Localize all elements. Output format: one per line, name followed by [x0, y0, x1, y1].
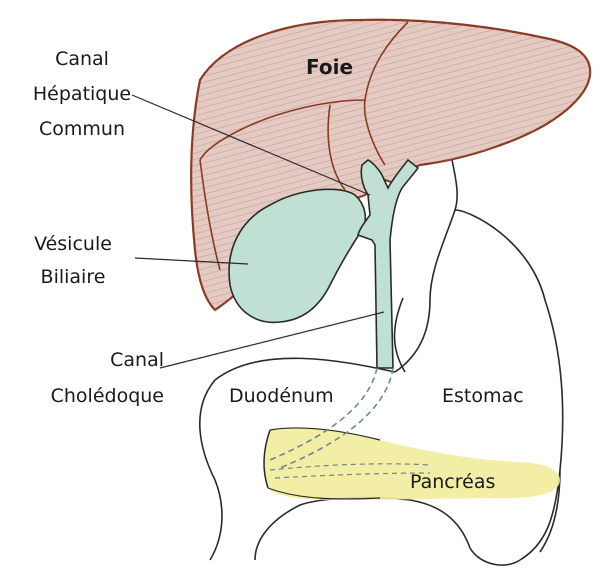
bile-duct: [358, 160, 418, 368]
label-choledoque-2: Cholédoque: [20, 384, 164, 408]
label-canal-hepatique-3: Commun: [22, 117, 142, 141]
label-duodenum: Duodénum: [229, 384, 334, 408]
label-vesicule-2: Biliaire: [18, 265, 128, 289]
label-canal-hepatique-1: Canal: [22, 47, 142, 71]
label-pancreas: Pancréas: [410, 470, 495, 494]
label-foie: Foie: [306, 55, 353, 79]
label-choledoque-1: Canal: [20, 348, 164, 372]
label-vesicule-1: Vésicule: [18, 232, 128, 256]
label-estomac: Estomac: [442, 384, 524, 408]
duodenum-outline: [200, 298, 520, 565]
label-canal-hepatique-2: Hépatique: [22, 82, 142, 106]
stomach-outline: [395, 160, 563, 560]
